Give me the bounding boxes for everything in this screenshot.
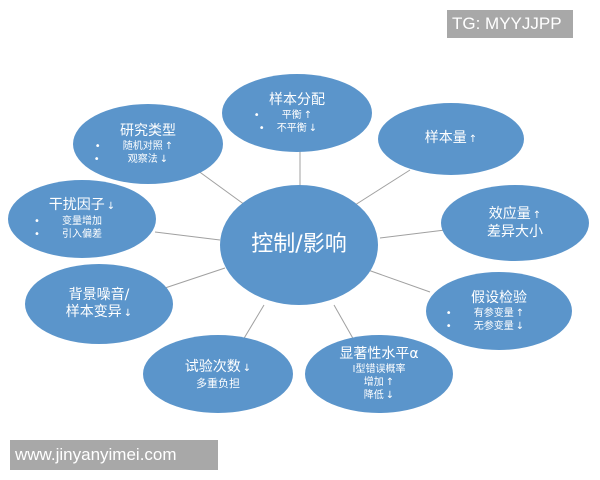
arrow-up-icon: ↑: [532, 209, 542, 221]
arrow-up-icon: ↑: [385, 377, 395, 388]
node-noise: 背景噪音/ 样本变异↓: [25, 264, 173, 344]
arrow-up-icon: ↑: [468, 134, 478, 145]
node-subtitle: 差异大小: [487, 223, 543, 240]
center-title: 控制/影响: [251, 232, 347, 257]
node-item: •平衡↑: [253, 109, 313, 121]
node-title: 干扰因子↓: [48, 197, 116, 213]
arrow-down-icon: ↓: [123, 307, 133, 319]
connector-significance: [333, 304, 356, 343]
bullet-icon: •: [253, 109, 260, 121]
bullet-icon: •: [34, 229, 40, 240]
watermark-website: www.jinyanyimei.com: [10, 440, 218, 470]
node-item: •无参变量↓: [445, 320, 525, 332]
arrow-down-icon: ↓: [106, 201, 116, 212]
node-hypothesis-test: 假设检验 •有参变量↑ •无参变量↓: [426, 272, 572, 350]
arrow-down-icon: ↓: [242, 362, 252, 374]
bullet-icon: •: [94, 140, 101, 152]
node-sample-allocation: 样本分配 •平衡↑ •不平衡↓: [222, 74, 372, 152]
arrow-down-icon: ↓: [159, 153, 169, 165]
connector-noise: [164, 267, 226, 289]
arrow-down-icon: ↓: [308, 122, 318, 134]
node-title: 样本分配: [269, 91, 325, 108]
connector-effect-size: [379, 229, 446, 239]
bullet-icon: •: [93, 153, 100, 165]
arrow-up-icon: ↑: [164, 140, 174, 152]
node-effect-size: 效应量↑ 差异大小: [441, 185, 589, 261]
node-title: 研究类型: [120, 122, 176, 139]
watermark-tg: TG: MYYJJPP: [447, 10, 573, 38]
node-item: •随机对照↑: [94, 140, 174, 152]
connector-confounders: [154, 231, 221, 241]
bullet-icon: •: [258, 122, 265, 134]
center-node: 控制/影响: [220, 185, 378, 305]
arrow-down-icon: ↓: [385, 390, 395, 401]
node-confounders: 干扰因子↓ •变量增加 •引入偏差: [8, 180, 156, 258]
node-title: 样本量↑: [424, 130, 478, 146]
node-significance: 显著性水平α I型错误概率 增加↑ 降低↓: [305, 335, 453, 413]
node-trial-count: 试验次数↓ 多重负担: [143, 335, 293, 413]
node-title: 假设检验: [471, 289, 527, 306]
node-title: 试验次数↓: [184, 358, 252, 375]
arrow-down-icon: ↓: [515, 320, 525, 332]
arrow-up-icon: ↑: [303, 109, 313, 121]
node-subtitle: I型错误概率: [352, 364, 406, 375]
bullet-icon: •: [445, 320, 452, 332]
node-item: •有参变量↑: [445, 307, 525, 319]
node-title: 效应量↑: [488, 205, 542, 222]
node-item: •观察法↓: [93, 153, 169, 165]
node-item: •变量增加: [34, 216, 102, 227]
node-title: 显著性水平α: [339, 346, 419, 362]
node-study-type: 研究类型 •随机对照↑ •观察法↓: [73, 104, 223, 184]
node-item: •引入偏差: [34, 229, 102, 240]
node-item: 增加↑: [363, 377, 395, 388]
node-subtitle: 样本变异↓: [65, 303, 133, 320]
node-subtitle: 多重负担: [196, 376, 240, 390]
connector-hypothesis-test: [367, 269, 431, 293]
connector-sample-size: [354, 169, 411, 206]
bullet-icon: •: [34, 216, 40, 227]
node-item: 降低↓: [363, 390, 395, 401]
node-sample-size: 样本量↑: [378, 103, 524, 175]
node-item: •不平衡↓: [258, 122, 318, 134]
bullet-icon: •: [445, 307, 452, 319]
node-title: 背景噪音/: [68, 286, 130, 303]
arrow-up-icon: ↑: [515, 307, 525, 319]
